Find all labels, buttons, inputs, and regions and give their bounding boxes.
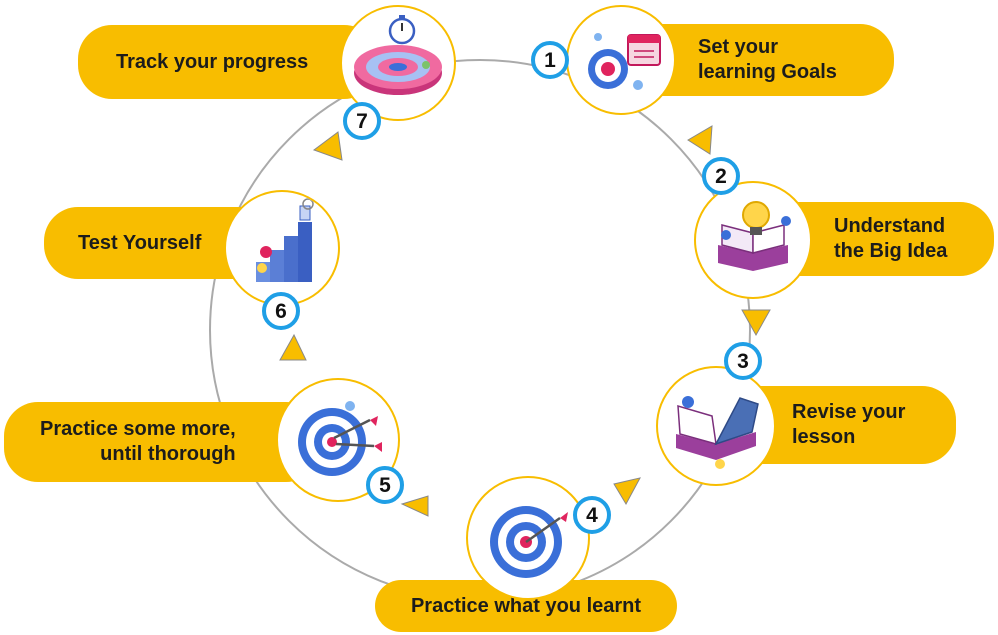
step-1-badge: 1 xyxy=(531,41,569,79)
arrow-4-to-5 xyxy=(400,495,429,517)
dartboard-arrows-icon xyxy=(298,401,382,476)
arrow-1-to-2 xyxy=(687,125,713,155)
step-3-icon-circle xyxy=(656,366,776,486)
step-2-icon-circle xyxy=(694,181,812,299)
stopwatch-target-icon xyxy=(354,15,442,95)
step-7-icon-circle xyxy=(340,5,456,121)
step-3-badge: 3 xyxy=(724,342,762,380)
step-2-badge: 2 xyxy=(702,157,740,195)
step-5-badge: 5 xyxy=(366,466,404,504)
step-4-icon-circle xyxy=(466,476,590,600)
step-4-label: Practice what you learnt xyxy=(375,580,677,632)
step-5-label: Practice some more, until thorough xyxy=(4,402,320,482)
dartboard-icon xyxy=(490,506,568,578)
stairs-trophy-icon xyxy=(256,198,314,282)
arrow-5-to-6 xyxy=(279,333,307,361)
step-6-icon-circle xyxy=(224,190,340,306)
step-6-badge: 6 xyxy=(262,292,300,330)
target-calendar-icon xyxy=(588,33,661,90)
open-book-icon xyxy=(676,396,759,469)
step-7-label: Track your progress xyxy=(78,25,378,99)
arrow-2-to-3 xyxy=(741,309,771,337)
arrow-6-to-7 xyxy=(312,131,343,161)
step-1-icon-circle xyxy=(566,5,676,115)
step-4-badge: 4 xyxy=(573,496,611,534)
lightbulb-book-icon xyxy=(718,201,791,271)
arrow-3-to-4 xyxy=(613,477,641,506)
step-7-badge: 7 xyxy=(343,102,381,140)
